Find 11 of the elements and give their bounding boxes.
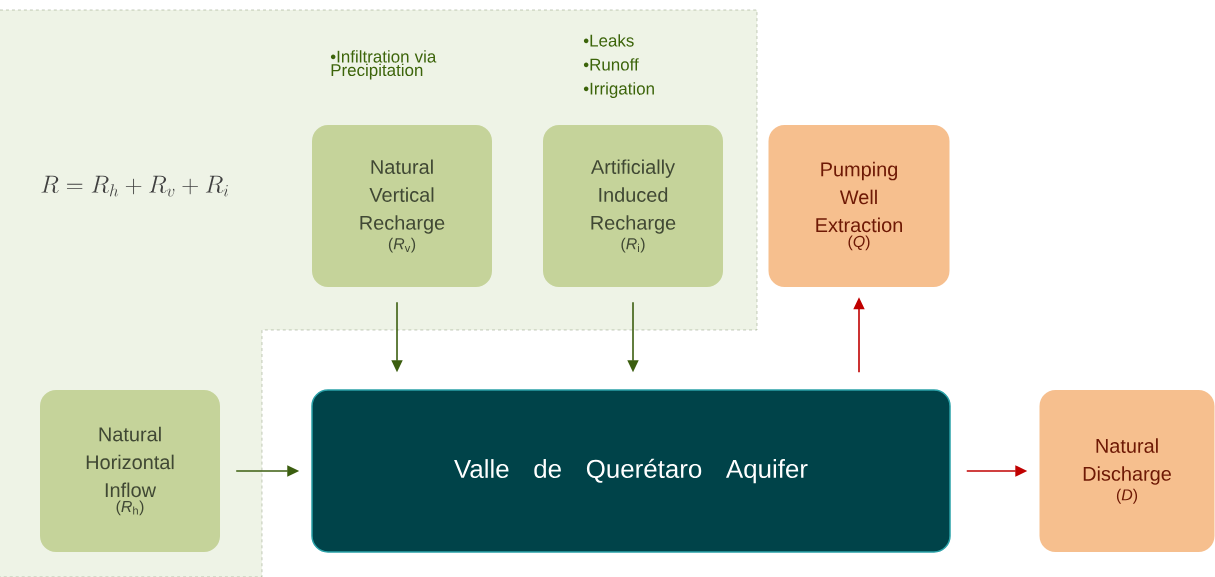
bullet-text: •Irrigation — [583, 82, 654, 98]
outflow-box: Natural Discharge (D) — [1039, 390, 1215, 552]
aquifer-box: Valle de Querétaro Aquifer — [311, 389, 951, 553]
outflow-box: Pumping Well Extraction (Q) — [768, 125, 950, 287]
recharge-box: Artificially Induced Recharge (R$_{i}$) — [543, 125, 723, 287]
bullet-text: •Infiltration via Precipitation — [330, 50, 437, 80]
recharge-box: Natural Horizontal Inflow (R$_{h}$) — [40, 390, 220, 552]
formula: $R = R_h + R_v + R_i$ — [41, 175, 228, 197]
recharge-box: Natural Vertical Recharge (R$_{v}$) — [312, 125, 492, 287]
bullet-text: •Runoff — [583, 58, 639, 71]
bullet-text: •Leaks — [583, 34, 634, 47]
